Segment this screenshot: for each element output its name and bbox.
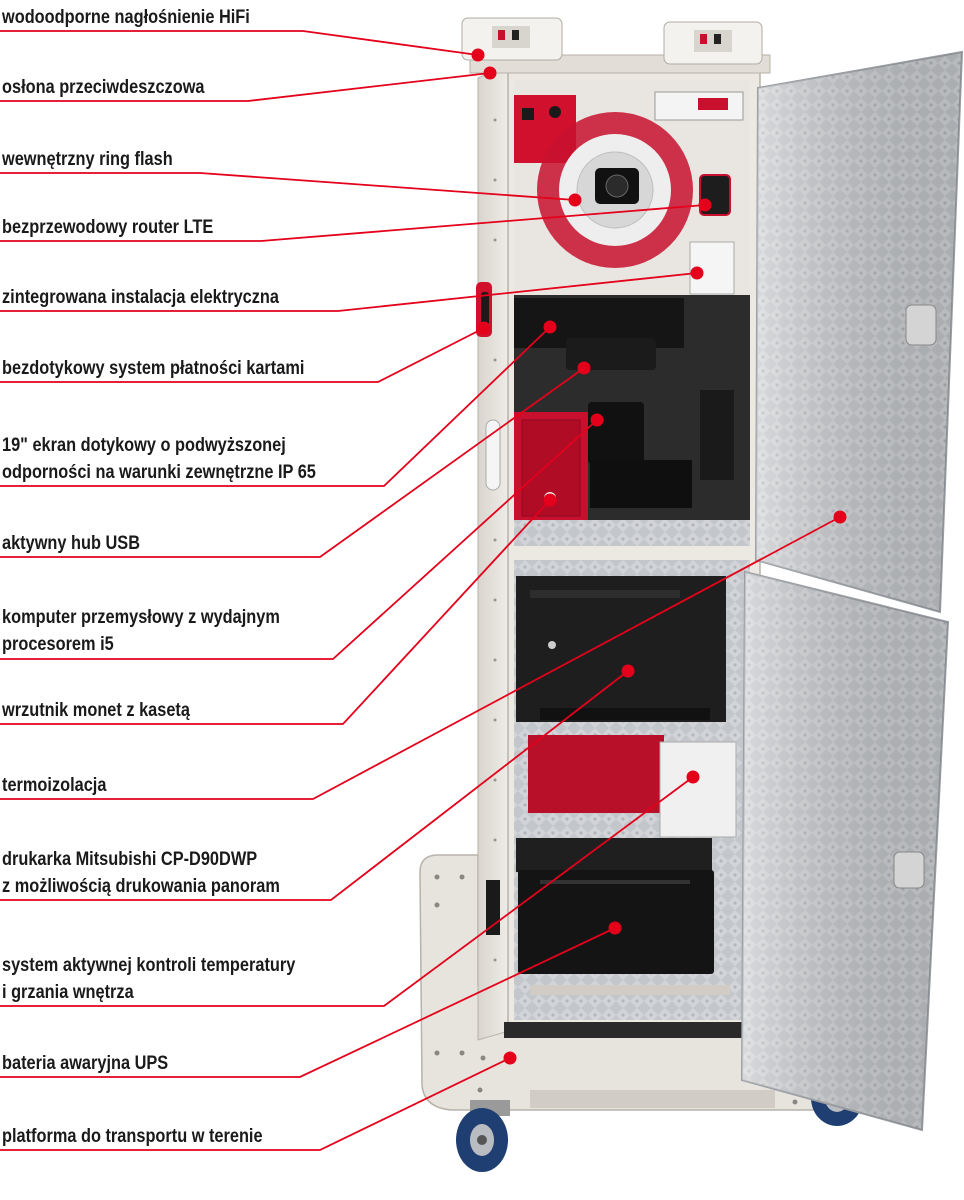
dot-platform bbox=[503, 1051, 517, 1065]
dot-ring-flash bbox=[568, 193, 582, 207]
label-ups: bateria awaryjna UPS bbox=[2, 1053, 169, 1074]
upper-door bbox=[754, 50, 964, 614]
dot-contactless bbox=[477, 321, 491, 335]
hifi-speaker-right bbox=[663, 21, 763, 65]
lower-compartment bbox=[514, 560, 750, 1020]
label-lte-router: bezprzewodowy router LTE bbox=[2, 217, 214, 238]
leader-usb-hub bbox=[0, 367, 585, 558]
leader-rain-cover bbox=[0, 72, 491, 102]
castor-wheel-front bbox=[456, 1100, 510, 1172]
leader-lte-router bbox=[0, 204, 706, 242]
dot-ups bbox=[608, 921, 622, 935]
label-usb-hub: aktywny hub USB bbox=[2, 533, 141, 554]
leader-lines bbox=[0, 30, 841, 1151]
label-ring-flash: wewnętrzny ring flash bbox=[2, 149, 173, 170]
dot-speakers bbox=[471, 48, 485, 62]
callout-dots bbox=[471, 48, 847, 1065]
leader-speakers bbox=[0, 30, 479, 56]
lower-door bbox=[740, 570, 950, 1132]
label-contactless: bezdotykowy system płatności kartami bbox=[2, 358, 305, 379]
label-rain-cover: osłona przeciwdeszczowa bbox=[2, 77, 205, 98]
leader-coin bbox=[0, 499, 551, 725]
label-coin: wrzutnik monet z kasetą bbox=[2, 700, 190, 721]
dot-insulation bbox=[833, 510, 847, 524]
dot-electrical bbox=[690, 266, 704, 280]
label-platform: platforma do transportu w terenie bbox=[2, 1126, 263, 1147]
dot-touchscreen bbox=[543, 320, 557, 334]
leader-ring-flash bbox=[0, 172, 576, 201]
leader-printer bbox=[0, 670, 629, 901]
leader-ups bbox=[0, 927, 616, 1078]
dot-printer bbox=[621, 664, 635, 678]
leader-contactless bbox=[0, 327, 485, 383]
dot-computer bbox=[590, 413, 604, 427]
leader-electrical bbox=[0, 272, 698, 312]
hifi-speaker-left bbox=[461, 17, 563, 61]
ring-flash-unit bbox=[537, 112, 693, 268]
label-electrical: zintegrowana instalacja elektryczna bbox=[2, 287, 279, 308]
leader-temperature bbox=[0, 776, 694, 1007]
dot-coin bbox=[543, 493, 557, 507]
upper-compartment bbox=[514, 80, 750, 546]
leader-insulation bbox=[0, 516, 841, 800]
dot-temperature bbox=[686, 770, 700, 784]
cabinet-side-panel bbox=[476, 61, 513, 1041]
leader-touchscreen bbox=[0, 326, 551, 487]
dot-lte-router bbox=[698, 198, 712, 212]
dot-usb-hub bbox=[577, 361, 591, 375]
label-insulation: termoizolacja bbox=[2, 775, 107, 796]
dot-rain-cover bbox=[483, 66, 497, 80]
leader-computer bbox=[0, 419, 598, 660]
platform-bolts bbox=[434, 874, 798, 1105]
label-speakers: wodoodporne nagłośnienie HiFi bbox=[2, 7, 250, 28]
leader-platform bbox=[0, 1057, 511, 1151]
